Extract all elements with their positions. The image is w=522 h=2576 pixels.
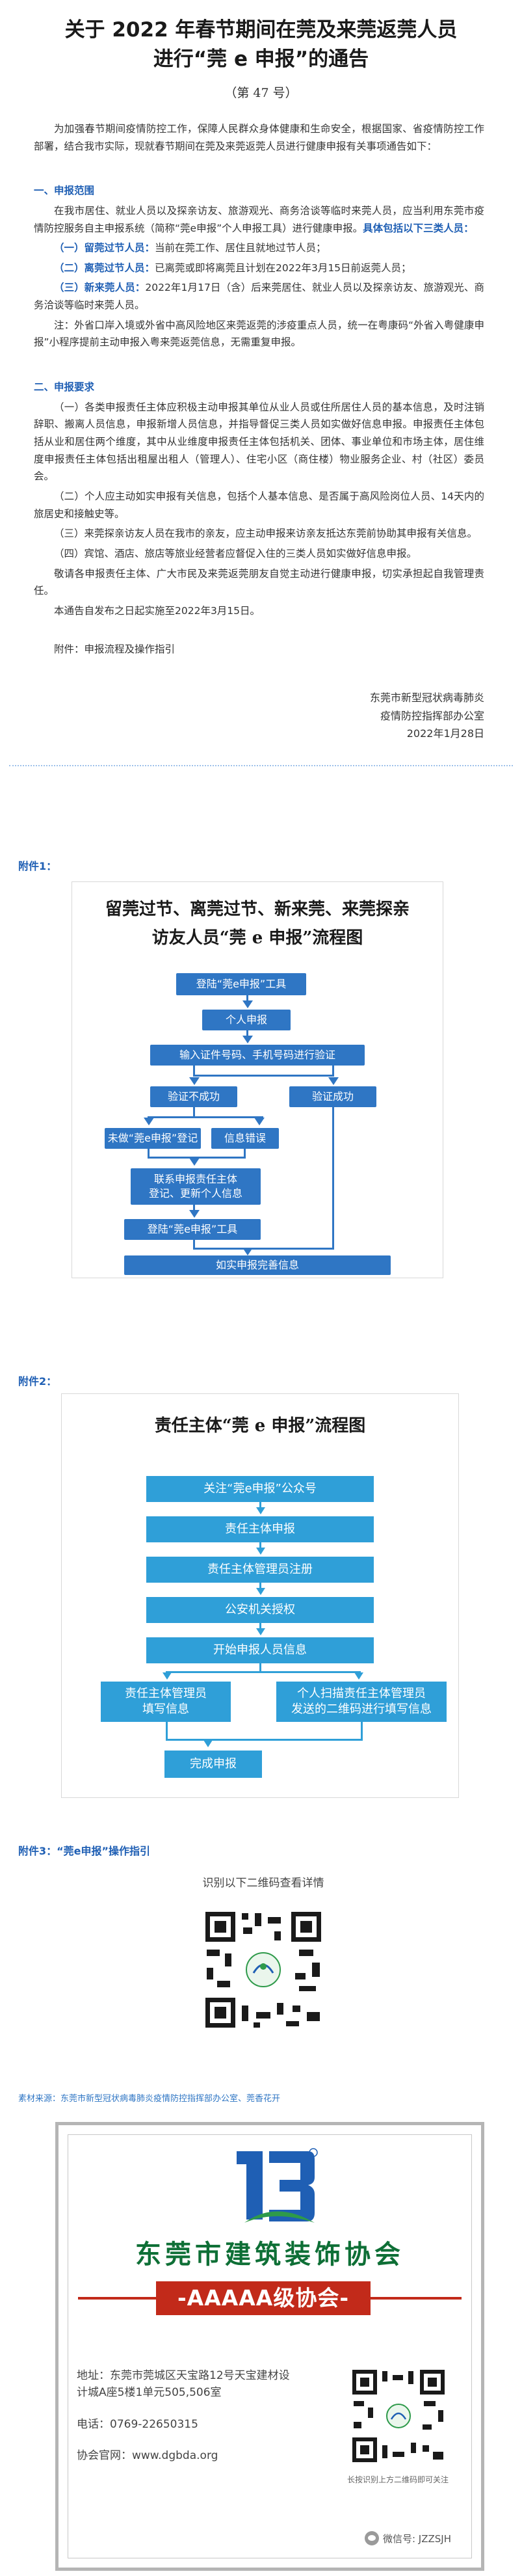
attachment1-flowchart: 留莞过节、离莞过节、新来莞、来莞探亲 访友人员“莞 e 申报”流程图 登陆“莞e… xyxy=(72,881,443,1278)
requirement-2: （二）个人应主动如实申报有关信息，包括个人基本信息、是否属于高风险岗位人员、14… xyxy=(34,490,484,520)
page-title: 关于 2022 年春节期间在莞及来莞返莞人员 进行“莞 e 申报”的通告 xyxy=(0,0,522,74)
flow2-police: 公安机关授权 xyxy=(146,1597,374,1623)
flow1-personal: 个人申报 xyxy=(202,1010,291,1030)
contact-info: 地址：东莞市莞城区天宝路12号天宝建材设计城A座5楼1单元505,506室 电话… xyxy=(77,2367,291,2478)
title-line-1: 关于 2022 年春节期间在莞及来莞返莞人员 xyxy=(64,18,458,42)
flow2-scan-fill: 个人扫描责任主体管理员 发送的二维码进行填写信息 xyxy=(276,1682,447,1722)
notice-body: 为加强春节期间疫情防控工作，保障人民群众身体健康和生命安全，根据国家、省疫情防控… xyxy=(0,120,522,658)
section1-heading: 一、申报范围 xyxy=(34,185,95,197)
scope-item-3: （三）新来莞人员：2022年1月17日（含）后来莞居住、就业人员以及探亲访友、旅… xyxy=(34,282,484,312)
attachment1-label: 附件1： xyxy=(18,860,57,872)
divider xyxy=(9,764,513,766)
section2-heading: 二、申报要求 xyxy=(34,381,95,394)
flowchart2-title: 责任主体“莞 e 申报”流程图 xyxy=(154,1416,366,1436)
flow1-success: 验证成功 xyxy=(289,1086,376,1107)
flow1-complete: 如实申报完善信息 xyxy=(124,1255,391,1275)
flow1-login: 登陆“莞e申报”工具 xyxy=(176,973,306,995)
association-logo-icon xyxy=(237,2148,318,2223)
flow2-start: 开始申报人员信息 xyxy=(146,1637,374,1663)
association-qr-caption: 长按识别上方二维码即可关注 xyxy=(346,2475,449,2484)
requirement-1: （一）各类申报责任主体应积极主动申报其单位从业人员或住所居住人员的基本信息，及时… xyxy=(34,401,484,483)
flow1-fail: 验证不成功 xyxy=(150,1086,237,1107)
flow2-admin-fill: 责任主体管理员 填写信息 xyxy=(101,1682,231,1722)
flow2-follow: 关注“莞e申报”公众号 xyxy=(146,1476,374,1502)
title-line-2: 进行“莞 e 申报”的通告 xyxy=(153,47,369,71)
attachment3-qr-block: 识别以下二维码查看详情 xyxy=(189,1873,338,2032)
association-qr-graphic xyxy=(350,2367,447,2465)
phone: 电话：0769-22650315 xyxy=(77,2417,198,2431)
flow2-done: 完成申报 xyxy=(164,1751,262,1778)
signature-date: 2022年1月28日 xyxy=(406,727,484,740)
doc-number: （第 47 号） xyxy=(224,85,298,100)
association-name: 东莞市建筑装饰协会 xyxy=(135,2240,404,2270)
flow2-admin-register: 责任主体管理员注册 xyxy=(146,1557,374,1583)
association-card: 东莞市建筑装饰协会 -AAAAA级协会- 地址：东莞市莞城区天宝路12号天宝建材… xyxy=(55,2122,484,2571)
flow1-info-error: 信息错误 xyxy=(211,1128,279,1149)
wechat-icon xyxy=(364,2531,379,2545)
association-qr-code-icon[interactable] xyxy=(350,2367,447,2465)
website: 协会官网：www.dgbda.org xyxy=(77,2449,218,2463)
attachment2-label: 附件2： xyxy=(18,1375,57,1388)
wechat-watermark: 微信号: JZZSJH xyxy=(364,2531,451,2545)
attachment2-flowchart: 责任主体“莞 e 申报”流程图 关注“莞e申报”公众号 责任主体申报 责任主体管… xyxy=(61,1393,459,1798)
flow1-contact: 联系申报责任主体 登记、更新个人信息 xyxy=(131,1168,261,1205)
scope-item-1: （一）留莞过节人员：当前在莞工作、居住且就地过节人员； xyxy=(54,242,326,254)
requirement-4: （四）宾馆、酒店、旅店等旅业经营者应督促入住的三类人员如实做好信息申报。 xyxy=(54,548,417,559)
signature-org-2: 疫情防控指挥部办公室 xyxy=(380,709,484,722)
attachment-note: 附件：申报流程及操作指引 xyxy=(54,643,176,655)
flow1-verify: 输入证件号码、手机号码进行验证 xyxy=(150,1045,365,1066)
intro-paragraph: 为加强春节期间疫情防控工作，保障人民群众身体健康和生命安全，根据国家、省疫情防控… xyxy=(34,122,484,152)
qr-code-graphic xyxy=(202,1908,325,2032)
flow1-not-registered: 未做“莞e申报”登记 xyxy=(105,1128,201,1149)
flow1-relogin: 登陆“莞e申报”工具 xyxy=(124,1219,261,1240)
qr-caption: 识别以下二维码查看详情 xyxy=(202,1877,324,1890)
scope-item-2: （二）离莞过节人员：已离莞或即将离莞且计划在2022年3月15日前返莞人员； xyxy=(54,262,411,274)
address: 地址：东莞市莞城区天宝路12号天宝建材设计城A座5楼1单元505,506室 xyxy=(77,2369,290,2400)
signature-block: 东莞市新型冠状病毒肺炎 疫情防控指挥部办公室 2022年1月28日 xyxy=(0,689,522,743)
requirement-6: 本通告自发布之日起实施至2022年3月15日。 xyxy=(54,604,261,617)
flowchart1-title: 留莞过节、离莞过节、新来莞、来莞探亲 访友人员“莞 e 申报”流程图 xyxy=(105,900,410,948)
attachment3-label: 附件3：“莞e申报”操作指引 xyxy=(18,1845,151,1857)
source-line: 素材来源：东莞市新型冠状病毒肺炎疫情防控指挥部办公室、莞香花开 xyxy=(18,2094,281,2104)
qr-code-icon[interactable] xyxy=(202,1908,325,2032)
requirement-5: 敬请各申报责任主体、广大市民及来莞返莞朋友自觉主动进行健康申报，切实承担起自我管… xyxy=(34,567,484,597)
signature-org-1: 东莞市新型冠状病毒肺炎 xyxy=(369,691,484,704)
flow2-entity: 责任主体申报 xyxy=(146,1516,374,1542)
requirement-3: （三）来莞探亲访友人员在我市的亲友，应主动申报来访亲友抵达东莞前协助其申报有关信… xyxy=(54,528,478,540)
section1-paragraph: 在我市居住、就业人员以及探亲访友、旅游观光、商务洽谈等临时来莞人员，应当利用东莞… xyxy=(34,204,484,234)
rating-banner: -AAAAA级协会- xyxy=(156,2281,371,2315)
scope-note: 注：外省口岸入境或外省中高风险地区来莞返莞的涉疫重点人员，统一在粤康码“外省入粤… xyxy=(34,319,484,349)
